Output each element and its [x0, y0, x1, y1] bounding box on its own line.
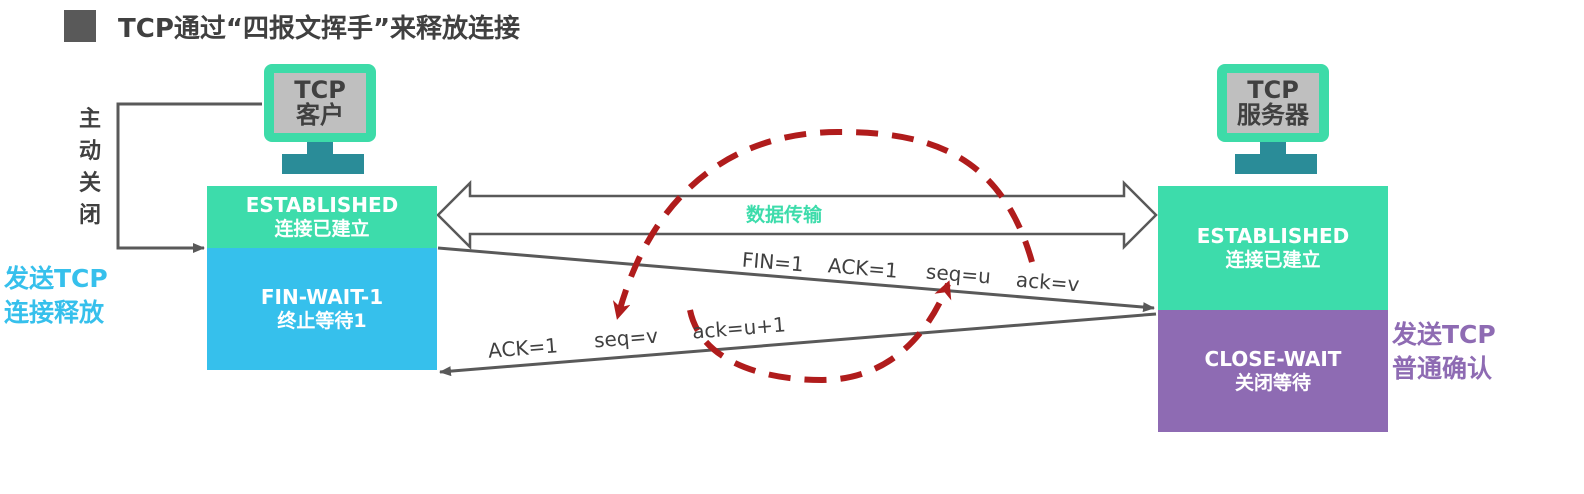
- client-computer-icon: TCP 客户: [264, 64, 376, 142]
- ack-segment-line: [439, 312, 1157, 377]
- server-computer-icon: TCP 服务器: [1217, 64, 1329, 142]
- client-label-line1: TCP: [294, 76, 346, 104]
- client-state-established: ESTABLISHED 连接已建立: [207, 186, 437, 248]
- client-state-fin-wait-cn: 终止等待1: [277, 310, 367, 332]
- active-close-char: 关: [78, 171, 101, 196]
- data-transfer-label: 数据传输: [746, 204, 823, 226]
- active-close-char: 主: [78, 107, 101, 132]
- fin-segment-line: [437, 246, 1155, 313]
- active-close-char: 闭: [78, 203, 101, 228]
- server-note-line2: 普通确认: [1392, 354, 1493, 383]
- client-note-line2: 连接释放: [4, 298, 105, 327]
- server-state-close-wait-en: CLOSE-WAIT: [1204, 347, 1342, 371]
- server-state-close-wait: CLOSE-WAIT 关闭等待: [1158, 310, 1388, 432]
- server-state-close-wait-cn: 关闭等待: [1234, 372, 1311, 394]
- ack-seq-label: seq=v: [593, 323, 659, 353]
- data-transfer-arrow: [436, 179, 1158, 251]
- page-title: TCP通过“四报文挥手”来释放连接: [118, 14, 521, 44]
- fin-ack-label: ack=v: [1015, 267, 1081, 297]
- server-state-established-en: ESTABLISHED: [1196, 224, 1350, 248]
- fin-flag-label: FIN=1: [741, 247, 805, 277]
- dashed-loop-lower: [687, 280, 952, 384]
- server-note: 发送TCP 普通确认: [1392, 318, 1496, 386]
- fin-seq-label: seq=u: [925, 259, 992, 289]
- client-note-line1: 发送TCP: [4, 264, 108, 293]
- client-monitor-neck: [307, 142, 333, 154]
- client-state-fin-wait-en: FIN-WAIT-1: [260, 285, 384, 309]
- server-label-line1: TCP: [1247, 76, 1299, 104]
- server-monitor-base: [1235, 154, 1317, 174]
- server-state-established-cn: 连接已建立: [1225, 249, 1321, 271]
- active-close-bracket: [116, 102, 262, 253]
- active-close-char: 动: [78, 139, 101, 164]
- client-state-established-cn: 连接已建立: [274, 218, 370, 240]
- client-state-established-en: ESTABLISHED: [245, 193, 399, 217]
- server-monitor-neck: [1260, 142, 1286, 154]
- server-label-line2: 服务器: [1237, 101, 1309, 129]
- client-screen: TCP 客户: [274, 73, 366, 133]
- dashed-loop-upper: [612, 128, 1035, 320]
- server-note-line1: 发送TCP: [1392, 320, 1496, 349]
- server-screen: TCP 服务器: [1227, 73, 1319, 133]
- client-state-fin-wait-1: FIN-WAIT-1 终止等待1: [207, 248, 437, 370]
- client-note: 发送TCP 连接释放: [4, 262, 108, 330]
- title-square-icon: [64, 10, 96, 42]
- client-monitor-base: [282, 154, 364, 174]
- client-label-line2: 客户: [296, 101, 344, 129]
- active-close-label: 主 动 关 闭: [76, 104, 104, 232]
- server-state-established: ESTABLISHED 连接已建立: [1158, 186, 1388, 310]
